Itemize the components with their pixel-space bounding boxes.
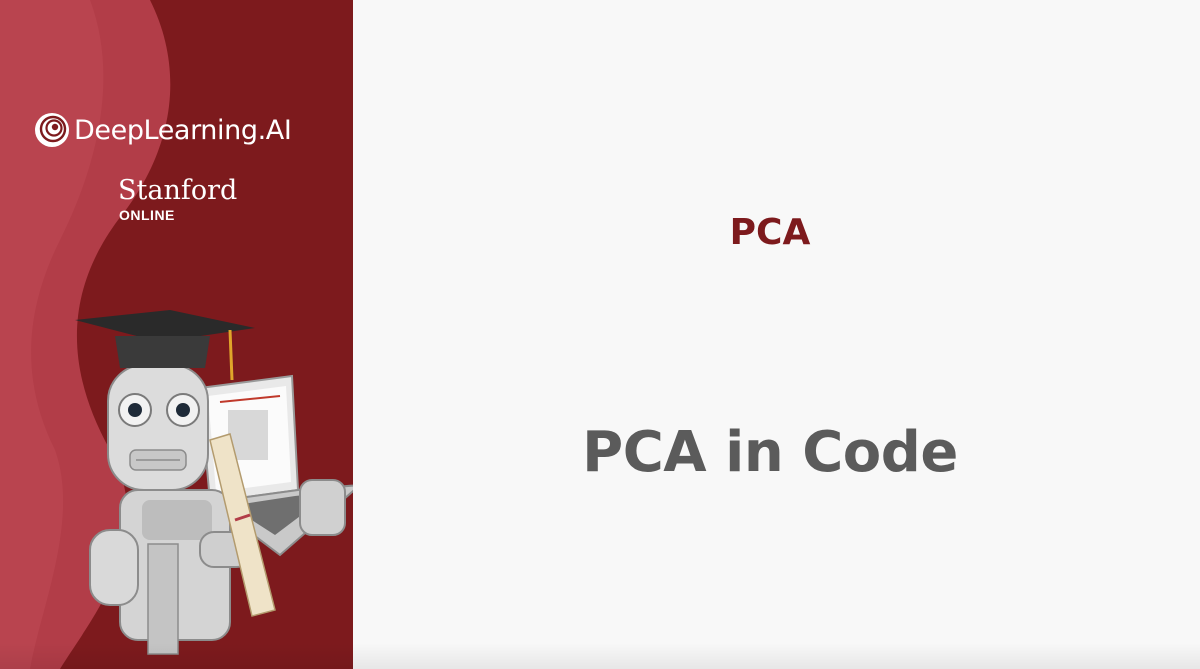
- stanford-wordmark: Stanford: [118, 175, 238, 206]
- diploma-scroll-illustration: [209, 433, 276, 617]
- slide-content: PCA PCA in Code: [353, 0, 1200, 669]
- sidebar-wave-decoration: [0, 0, 171, 669]
- stanford-online-label: ONLINE: [119, 207, 175, 223]
- robot-body: [89, 479, 346, 655]
- lesson-title: PCA in Code: [582, 420, 958, 485]
- robot-graduate-illustration: [75, 310, 353, 655]
- graduation-cap-illustration: [75, 310, 255, 381]
- brand-name: DeepLearning.AI: [74, 114, 292, 146]
- brand-sidebar: DeepLearning.AI Stanford ONLINE: [0, 0, 353, 669]
- section-title: PCA: [729, 212, 811, 253]
- robot-head: [107, 364, 209, 491]
- deeplearning-ai-mark-icon: [35, 113, 69, 147]
- bottom-shade: [0, 643, 1200, 669]
- deeplearning-ai-logo: DeepLearning.AI: [34, 112, 292, 148]
